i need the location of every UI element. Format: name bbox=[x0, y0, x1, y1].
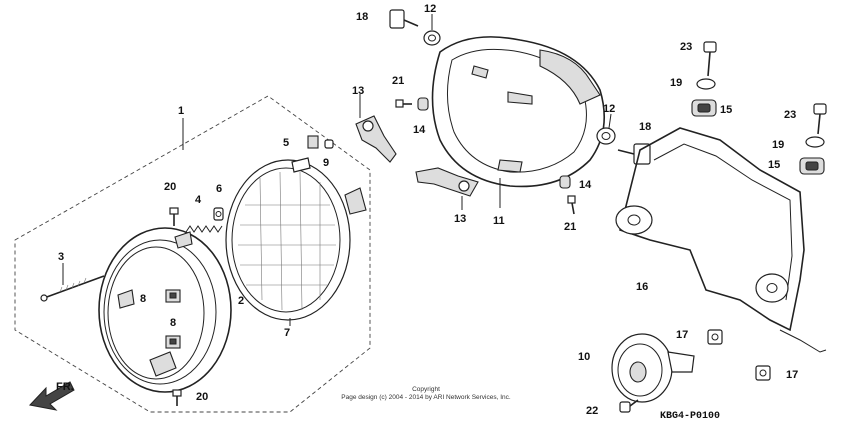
callout-17b: 17 bbox=[786, 369, 798, 381]
callout-8a: 8 bbox=[140, 293, 146, 305]
callout-4: 4 bbox=[195, 194, 202, 206]
mounting-bolt-top[interactable] bbox=[389, 9, 419, 29]
headlight-stay[interactable] bbox=[615, 127, 827, 353]
callout-13b: 13 bbox=[454, 213, 466, 225]
adjusting-screw[interactable] bbox=[40, 275, 105, 302]
callout-11: 11 bbox=[493, 215, 505, 227]
headlight-rim[interactable] bbox=[98, 227, 232, 393]
rubber-15-upper[interactable] bbox=[691, 99, 717, 117]
callout-22: 22 bbox=[586, 405, 598, 417]
callout-21a: 21 bbox=[392, 75, 404, 87]
nut[interactable] bbox=[213, 207, 224, 221]
callout-13a: 13 bbox=[352, 85, 364, 97]
spring[interactable] bbox=[185, 225, 223, 233]
leader-12b bbox=[608, 113, 612, 129]
clip-upper[interactable] bbox=[165, 289, 181, 303]
callout-7: 7 bbox=[284, 327, 290, 339]
clip-lower[interactable] bbox=[165, 335, 181, 349]
drawing-code: KBG4-P0100 bbox=[660, 411, 720, 422]
rubber-15-right[interactable] bbox=[799, 157, 825, 175]
callout-15a: 15 bbox=[720, 104, 732, 116]
washer-small[interactable] bbox=[324, 139, 334, 149]
copyright-line-2: Page design (c) 2004 - 2014 by ARI Netwo… bbox=[341, 394, 511, 401]
callout-9: 9 bbox=[323, 157, 329, 169]
bolt-23-upper[interactable] bbox=[703, 41, 717, 77]
screw-21-lower[interactable] bbox=[567, 195, 576, 215]
headlight-case[interactable] bbox=[431, 36, 606, 188]
copyright-line-1: Copyright bbox=[412, 386, 440, 393]
callout-18a: 18 bbox=[356, 11, 368, 23]
callout-3: 3 bbox=[58, 251, 64, 263]
callout-19b: 19 bbox=[772, 139, 784, 151]
callout-17a: 17 bbox=[676, 329, 688, 341]
washer-19-right[interactable] bbox=[805, 136, 825, 148]
grommet-14-lower[interactable] bbox=[559, 175, 571, 189]
callout-23b: 23 bbox=[784, 109, 796, 121]
callout-18b: 18 bbox=[639, 121, 651, 133]
callout-6: 6 bbox=[216, 183, 222, 195]
callout-2: 2 bbox=[238, 295, 244, 307]
callout-19a: 19 bbox=[670, 77, 682, 89]
clip-small[interactable] bbox=[307, 135, 319, 149]
callout-14a: 14 bbox=[413, 124, 426, 136]
callout-5: 5 bbox=[283, 137, 289, 149]
callout-16: 16 bbox=[636, 281, 648, 293]
callout-23a: 23 bbox=[680, 41, 692, 53]
callout-21b: 21 bbox=[564, 221, 576, 233]
callout-12a: 12 bbox=[424, 3, 436, 15]
horn-bolt[interactable] bbox=[619, 399, 639, 413]
bolt-23-right[interactable] bbox=[813, 103, 827, 135]
callout-20b: 20 bbox=[196, 391, 208, 403]
assembly-group-outline bbox=[14, 95, 371, 413]
washer-19-upper[interactable] bbox=[696, 78, 716, 90]
bracket-upper[interactable] bbox=[355, 115, 397, 163]
callout-15b: 15 bbox=[768, 159, 780, 171]
callout-10: 10 bbox=[578, 351, 590, 363]
collar-middle[interactable] bbox=[596, 127, 616, 145]
collar-top[interactable] bbox=[423, 30, 441, 46]
callout-8b: 8 bbox=[170, 317, 176, 329]
front-direction-arrow: FR. bbox=[29, 381, 75, 411]
bolt-upper[interactable] bbox=[169, 207, 179, 226]
callout-12b: 12 bbox=[603, 103, 615, 115]
callout-1: 1 bbox=[178, 105, 184, 117]
grommet-14-upper[interactable] bbox=[417, 97, 429, 111]
nut-17-lower[interactable] bbox=[755, 365, 771, 381]
headlight-unit[interactable] bbox=[225, 157, 367, 321]
direction-label: FR. bbox=[56, 381, 74, 393]
callout-14b: 14 bbox=[579, 179, 592, 191]
callout-20a: 20 bbox=[164, 181, 176, 193]
bolt-lower[interactable] bbox=[172, 389, 182, 406]
nut-17-upper[interactable] bbox=[707, 329, 723, 345]
bracket-lower[interactable] bbox=[415, 167, 479, 197]
horn[interactable] bbox=[611, 333, 695, 403]
screw-21-upper[interactable] bbox=[395, 99, 412, 108]
